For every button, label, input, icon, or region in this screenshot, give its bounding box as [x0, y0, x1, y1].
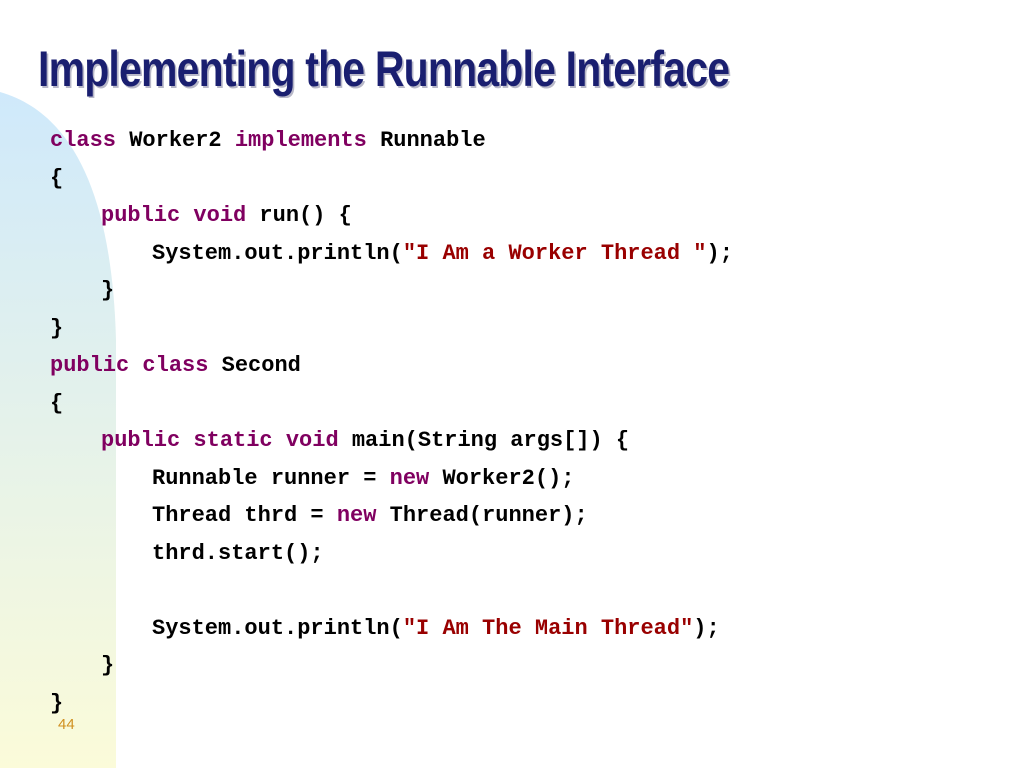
code-keyword: class — [50, 128, 117, 153]
code-line: } — [50, 647, 733, 685]
code-keyword: void — [285, 428, 339, 453]
code-text — [180, 203, 193, 228]
code-text: System.out.println( — [152, 615, 403, 641]
code-text — [273, 428, 286, 453]
code-line: Runnable runner = new Worker2(); — [50, 460, 733, 498]
code-text: } — [50, 315, 64, 341]
code-text: Worker2(); — [429, 465, 575, 491]
code-text: main(String args[]) { — [338, 428, 630, 453]
code-text: } — [50, 690, 64, 716]
code-text: } — [101, 278, 115, 303]
code-line: } — [50, 685, 733, 723]
code-text: Runnable runner = — [152, 465, 390, 491]
code-line: } — [50, 310, 733, 348]
code-line: thrd.start(); — [50, 535, 733, 573]
code-line: } — [50, 272, 733, 310]
code-text: Worker2 — [116, 128, 235, 153]
code-string: "I Am a Worker Thread " — [402, 240, 707, 266]
code-text: { — [50, 390, 64, 416]
code-text: Thread(runner); — [376, 503, 588, 528]
code-line: public static void main(String args[]) { — [50, 422, 733, 460]
code-keyword: new — [336, 503, 377, 528]
code-line: { — [50, 160, 733, 198]
code-keyword: static — [193, 428, 273, 453]
code-line: class Worker2 implements Runnable — [50, 122, 733, 160]
slide-title: Implementing the Runnable Interface — [38, 41, 730, 97]
code-text: } — [101, 653, 115, 678]
code-block: class Worker2 implements Runnable { public… — [50, 122, 733, 722]
code-text: Second — [208, 353, 301, 378]
code-keyword: implements — [234, 128, 367, 153]
code-text: Thread thrd = — [152, 503, 337, 528]
code-text: ); — [706, 240, 733, 266]
code-text — [180, 428, 193, 453]
code-text: { — [50, 165, 64, 191]
code-text — [129, 353, 142, 378]
code-keyword: new — [389, 465, 430, 491]
code-keyword: public — [50, 353, 130, 378]
code-keyword: public — [101, 203, 181, 228]
code-text: Runnable — [366, 128, 486, 153]
page-number: 44 — [58, 716, 75, 733]
code-line: { — [50, 385, 733, 423]
code-string: "I Am The Main Thread" — [402, 615, 694, 641]
code-line: public void run() { — [50, 197, 733, 235]
code-keyword: public — [101, 428, 181, 453]
code-text: ); — [693, 615, 720, 641]
code-text: System.out.println( — [152, 240, 403, 266]
code-line: Thread thrd = new Thread(runner); — [50, 497, 733, 535]
code-keyword: void — [193, 203, 247, 228]
code-line: System.out.println("I Am The Main Thread… — [50, 610, 733, 648]
code-keyword: class — [142, 353, 209, 378]
code-text: run() { — [246, 203, 352, 228]
code-line — [50, 572, 733, 610]
code-line: System.out.println("I Am a Worker Thread… — [50, 235, 733, 273]
code-line: public class Second — [50, 347, 733, 385]
code-text: thrd.start(); — [152, 540, 324, 566]
